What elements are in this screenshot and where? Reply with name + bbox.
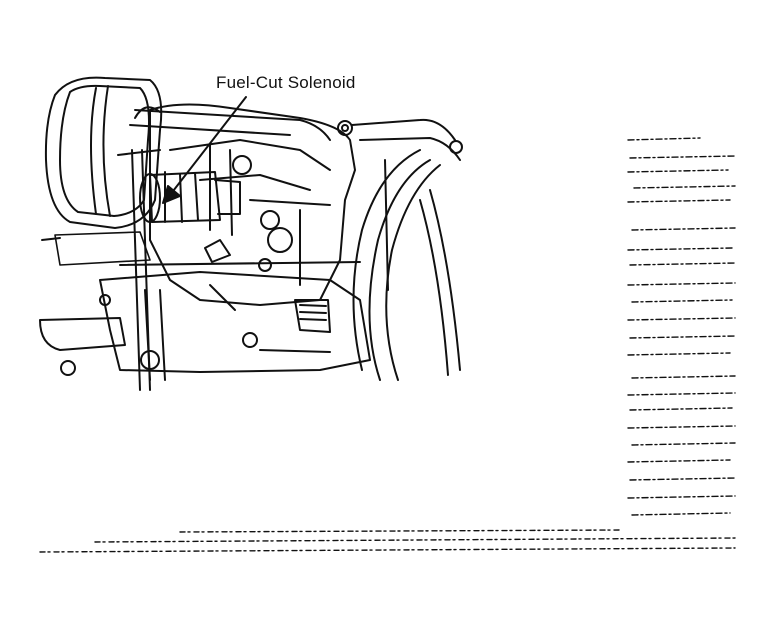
vacuum-hoses xyxy=(352,149,461,381)
callout-arrow xyxy=(162,96,247,204)
throttle-linkage xyxy=(129,106,463,161)
fuel-cut-solenoid-label: Fuel-Cut Solenoid xyxy=(216,73,356,92)
linkage-rod xyxy=(117,149,161,391)
blurred-text-column xyxy=(627,137,736,516)
air-cleaner-housing xyxy=(41,76,163,266)
fuel-cut-solenoid xyxy=(139,171,241,223)
blurred-text-bottom xyxy=(39,529,736,553)
carburetor-body xyxy=(149,103,356,306)
lower-base xyxy=(39,239,371,381)
